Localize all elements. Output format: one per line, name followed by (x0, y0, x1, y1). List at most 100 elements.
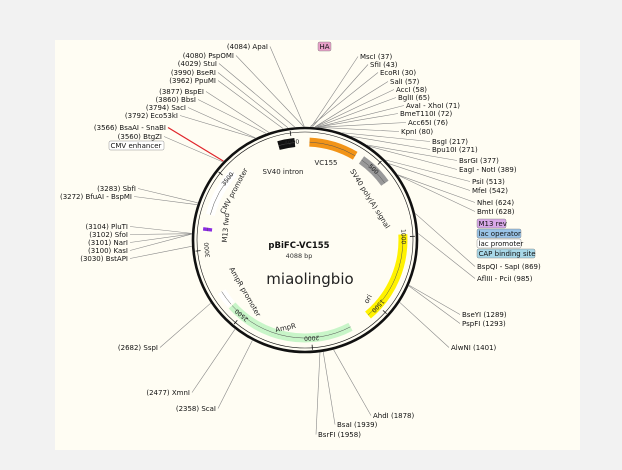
feature-tag-label-0: HA (320, 43, 330, 51)
site-label-9: (3566) BsaAI - SnaBI (94, 124, 166, 132)
site-leader-15 (129, 233, 192, 243)
site-label-41: BglII (65) (398, 94, 430, 102)
site-leader-16 (129, 233, 192, 251)
plasmid-backbone-inner (196, 131, 414, 349)
site-label-24: AlwNI (1401) (451, 344, 497, 352)
feature-tag-label-4: CAP binding site (479, 250, 536, 258)
plasmid-size: 4088 bp (286, 252, 313, 260)
site-leader-0 (269, 46, 305, 127)
site-leader-7 (187, 107, 256, 139)
site-leader-31 (388, 163, 471, 191)
site-label-31: MfeI (542) (472, 187, 508, 195)
site-leader-42 (314, 89, 395, 128)
site-label-39: BmeT110I (72) (400, 110, 452, 118)
tick-mark-5 (195, 250, 201, 252)
site-leader-28 (415, 213, 476, 267)
site-leader-46 (311, 56, 359, 127)
site-leader-1 (235, 55, 304, 127)
site-label-15: (3101) NarI (88, 239, 128, 247)
tick-mark-0 (377, 160, 382, 165)
site-label-10: (3560) BtgZI (118, 133, 162, 141)
site-leader-9 (167, 126, 224, 162)
site-label-2: (4029) StuI (178, 60, 217, 68)
feature-tag-box-1 (476, 218, 507, 229)
feature-tag-box-0 (317, 41, 332, 52)
site-leader-43 (314, 81, 389, 128)
plasmid-name: pBiFC-VC155 (268, 241, 329, 251)
site-label-38: Acc65I (76) (408, 119, 448, 127)
tick-mark-4 (233, 319, 238, 325)
site-leader-14 (129, 233, 192, 235)
site-label-14: (3102) SfoI (89, 231, 128, 239)
site-label-12: (3272) BfuAI - BspMI (60, 193, 132, 201)
site-leader-45 (312, 64, 369, 127)
site-leader-32 (385, 159, 471, 182)
feature-outline-2 (367, 234, 404, 316)
brand-watermark: miaolingbio (266, 270, 353, 288)
site-label-17: (3030) BstAPI (80, 255, 128, 263)
tick-label-1: 1000 (399, 229, 407, 245)
tick-mark-2 (382, 310, 387, 315)
site-leader-13 (129, 226, 192, 234)
site-leader-11 (137, 188, 198, 204)
site-label-20: (2358) ScaI (176, 405, 216, 413)
site-label-46: MscI (37) (360, 53, 392, 61)
site-leader-23 (333, 349, 372, 416)
site-label-29: BmtI (628) (477, 208, 515, 216)
site-leader-10 (163, 136, 223, 163)
site-leader-30 (397, 174, 476, 203)
site-leader-21 (315, 352, 321, 435)
site-label-13: (3104) PluTI (86, 223, 128, 231)
site-leader-27 (418, 233, 476, 279)
feature-layer (202, 137, 408, 343)
feature-label-5: M13 fwd (221, 213, 232, 243)
site-label-26: BseYI (1289) (462, 311, 507, 319)
tick-label-3: 2000 (304, 334, 320, 342)
site-label-8: (3792) Eco53kI (125, 112, 178, 120)
site-leader-12 (133, 196, 198, 205)
site-leader-35 (350, 135, 431, 150)
site-leader-26 (408, 285, 461, 315)
site-leader-4 (217, 80, 284, 129)
site-label-43: SalI (57) (390, 78, 420, 86)
site-leader-25 (408, 285, 461, 324)
site-leader-44 (310, 72, 379, 127)
feature-outline-0 (309, 141, 356, 157)
tick-mark-7 (289, 130, 292, 137)
site-leader-40 (317, 105, 405, 128)
site-label-33: EagI - NotI (389) (459, 166, 517, 174)
site-leader-37 (318, 127, 400, 132)
feature-tag-box-2 (476, 228, 522, 239)
site-leader-8 (179, 115, 256, 139)
site-label-32: PsiI (513) (472, 178, 505, 186)
feature-tag-label-1: M13 rev (479, 220, 507, 228)
feature-outline-4 (221, 291, 232, 305)
site-label-34: BsrGI (377) (459, 157, 499, 165)
feature-tag-label-5: CMV enhancer (111, 142, 162, 150)
site-leader-3 (217, 72, 289, 129)
site-leader-20 (217, 340, 253, 409)
feature-label-2: ori (363, 293, 374, 305)
site-leader-39 (317, 113, 399, 128)
site-leader-lines (129, 46, 476, 435)
site-label-23: AhdI (1878) (373, 412, 415, 420)
plasmid-backbone (191, 126, 419, 354)
site-label-11: (3283) SbfI (97, 185, 136, 193)
feature-outline-3 (231, 305, 351, 339)
site-label-6: (3860) BbsI (156, 96, 196, 104)
site-leader-6 (197, 99, 267, 134)
site-label-7: (3794) SacI (146, 104, 186, 112)
site-label-19: (2477) XmnI (146, 389, 190, 397)
site-label-30: NheI (624) (477, 199, 514, 207)
site-label-1: (4080) PspOMI (183, 52, 234, 60)
feature-outline-8 (278, 142, 295, 146)
site-label-40: AvaI - XhoI (71) (406, 102, 460, 110)
site-leader-19 (191, 329, 236, 393)
site-label-18: (2682) SspI (118, 344, 158, 352)
site-label-37: KpnI (80) (401, 128, 433, 136)
site-label-35: Bpu10I (271) (432, 146, 478, 154)
site-label-21: BsrFI (1958) (318, 431, 361, 439)
feature-label-0: VC155 (314, 159, 337, 167)
feature-outline-6 (210, 172, 235, 215)
